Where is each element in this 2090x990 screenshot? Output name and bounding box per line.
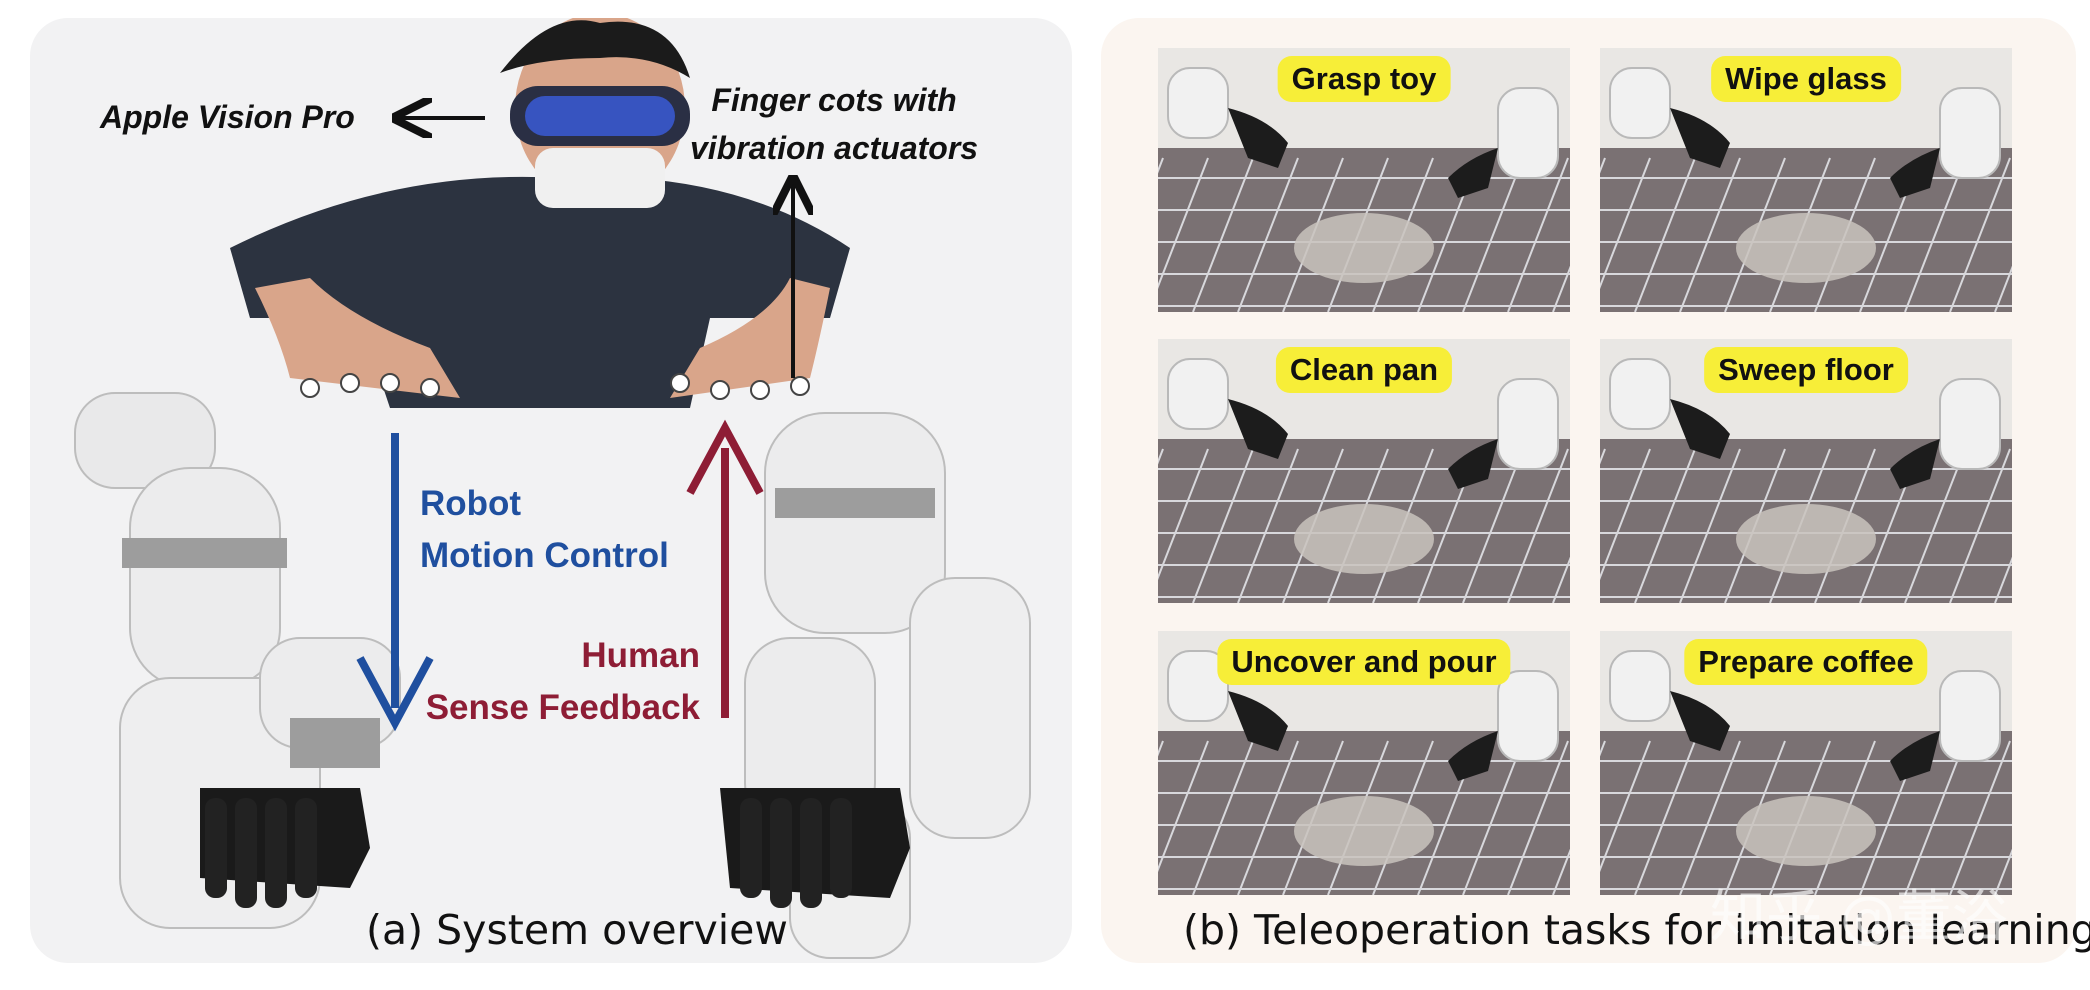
task-label: Grasp toy [1277, 56, 1451, 102]
right-robot-hand [720, 788, 910, 908]
system-overview-caption: (a) System overview [366, 906, 788, 954]
finger-label-line-2: vibration actuators [690, 130, 979, 166]
task-label: Clean pan [1275, 347, 1453, 393]
task-label: Prepare coffee [1684, 639, 1928, 685]
task-label: Wipe glass [1711, 56, 1901, 102]
feedback-label-line-2: Sense Feedback [425, 688, 700, 727]
human-sense-feedback-label: Human Sense Feedback [425, 630, 700, 734]
operator-hands [255, 278, 830, 400]
left-robot-hand [200, 788, 370, 908]
system-overview-illustration [74, 18, 1031, 959]
task-photo [1158, 48, 1570, 312]
finger-cots-label: Finger cots with vibration actuators [690, 76, 978, 172]
teleoperation-tasks-caption: (b) Teleoperation tasks for imitation le… [1183, 906, 2090, 954]
motion-label-line-1: Robot [420, 484, 522, 523]
task-label: Uncover and pour [1217, 639, 1511, 685]
system-overview-panel: Apple Vision Pro Finger cots with vibrat… [30, 18, 1072, 963]
sense-feedback-arrow [686, 419, 764, 718]
robot-motion-control-label: Robot Motion Control [420, 478, 669, 582]
task-tile: Sweep floor [1600, 339, 2012, 603]
teleoperation-tasks-panel: Grasp toy Wipe glass [1101, 18, 2090, 963]
feedback-label-line-1: Human [581, 636, 700, 675]
task-tile: Clean pan [1158, 339, 1570, 603]
task-tile: Grasp toy [1158, 48, 1570, 312]
watermark: 知乎 @董浴 [1710, 885, 2008, 950]
motion-label-line-2: Motion Control [420, 536, 669, 575]
headset-icon [510, 86, 690, 146]
task-tile: Wipe glass [1600, 48, 2012, 312]
task-tile: Prepare coffee [1600, 631, 2012, 895]
finger-label-line-1: Finger cots with [711, 82, 957, 118]
task-tile: Uncover and pour [1158, 631, 1570, 895]
headset-label: Apple Vision Pro [100, 99, 355, 135]
motion-control-arrow [356, 433, 434, 732]
task-label: Sweep floor [1704, 347, 1908, 393]
